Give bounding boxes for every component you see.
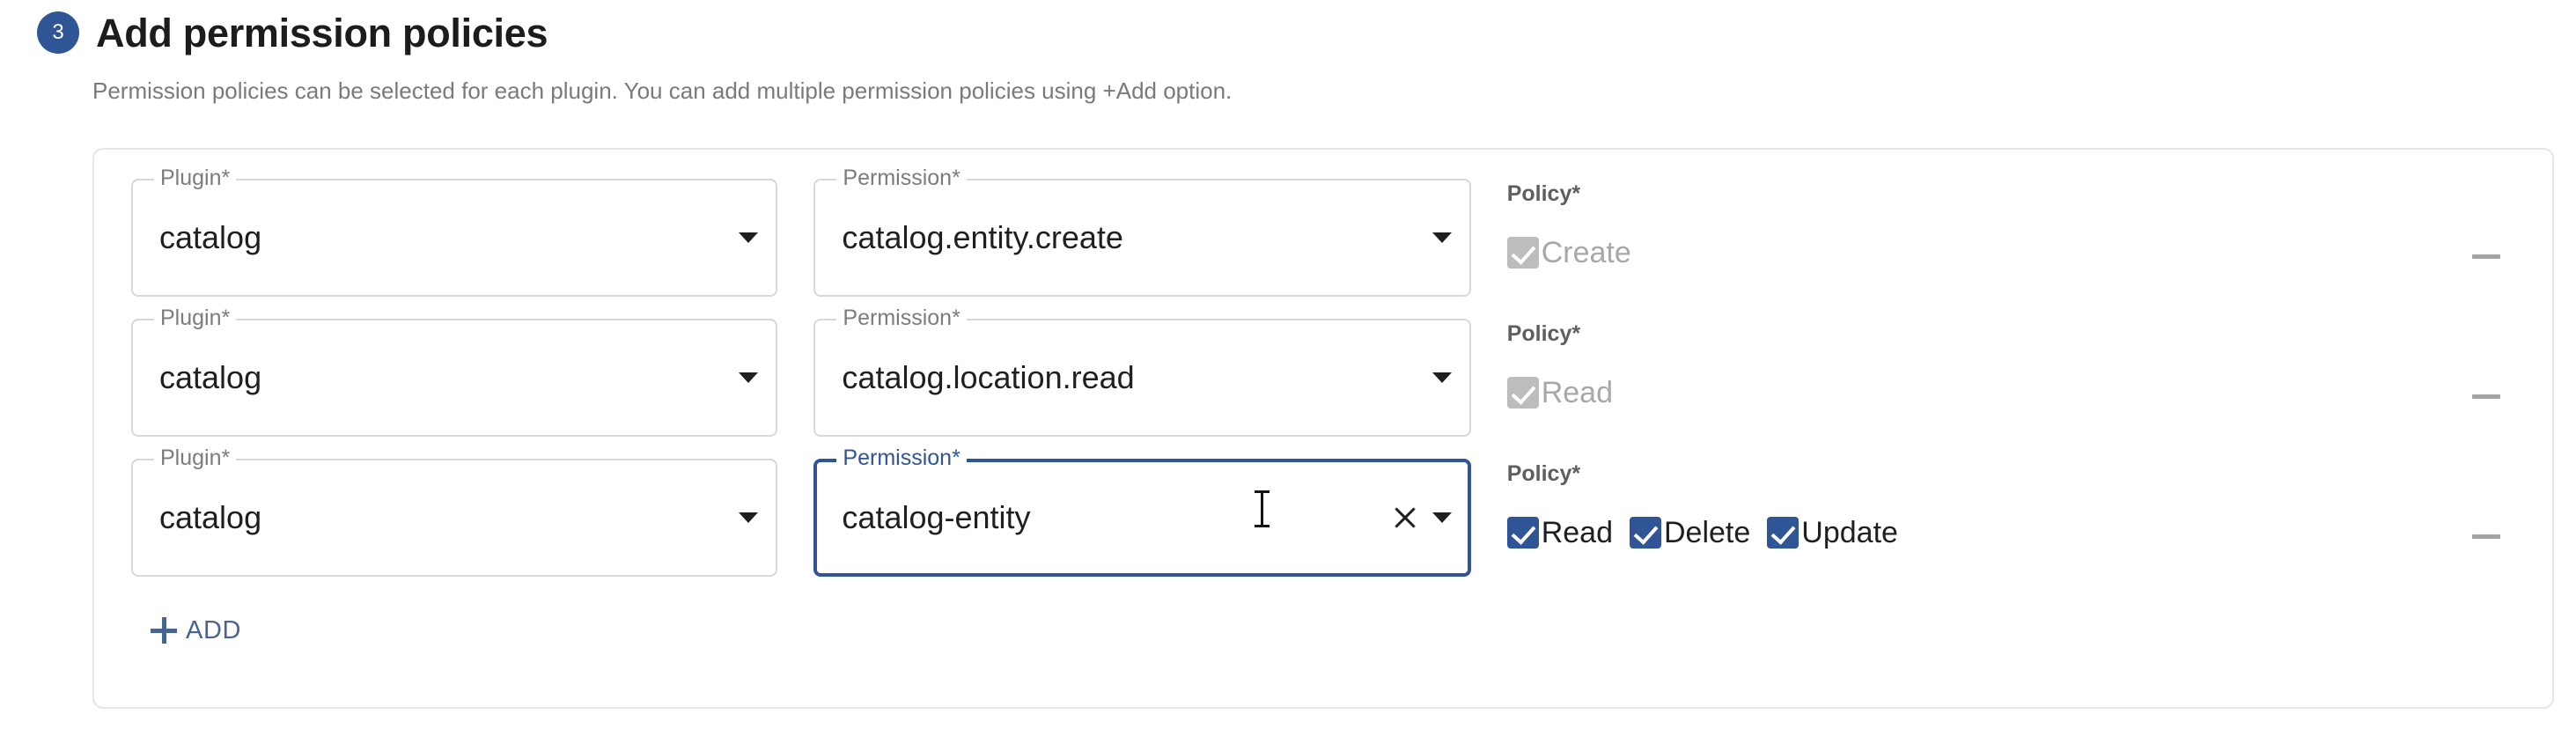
plugin-value: catalog: [159, 219, 262, 255]
page-title: Add permission policies: [96, 10, 548, 55]
plugin-select-outline: [131, 459, 778, 577]
policy-label: Policy*: [1506, 181, 1581, 206]
policy-checkbox-label: Delete: [1664, 516, 1751, 549]
clear-icon[interactable]: [1392, 504, 1418, 531]
permission-adornments: [1432, 232, 1452, 243]
plugin-value: catalog: [159, 359, 262, 395]
policy-checkbox-label: Create: [1541, 236, 1631, 269]
permission-select-outline: [813, 459, 1471, 577]
permission-value: catalog.location.read: [842, 359, 1135, 395]
permission-select[interactable]: Permission* catalog.entity.create: [813, 167, 1471, 297]
remove-policy-button[interactable]: [2466, 376, 2506, 416]
permission-label: Permission*: [836, 307, 967, 329]
plugin-adornments: [739, 512, 759, 523]
step-number-badge: 3: [37, 11, 79, 54]
policy-checkbox-label: Read: [1541, 376, 1613, 409]
plugin-label: Plugin*: [154, 447, 237, 469]
remove-policy-button[interactable]: [2466, 516, 2506, 556]
checkbox-create: [1506, 237, 1539, 269]
policy-checkbox-item[interactable]: Read: [1506, 516, 1613, 549]
policy-checkbox-item[interactable]: Read: [1506, 376, 1613, 409]
permission-value: catalog.entity.create: [842, 219, 1123, 255]
policy-checkbox-item[interactable]: Create: [1506, 236, 1631, 269]
permission-select-outline: [813, 319, 1471, 437]
policy-checkbox-group: Create: [1506, 236, 2552, 269]
chevron-down-icon[interactable]: [739, 232, 759, 243]
plugin-select-outline: [131, 319, 778, 437]
minus-icon: [2472, 534, 2500, 539]
policy-label: Policy*: [1506, 461, 1581, 486]
permission-label: Permission*: [836, 167, 967, 189]
plus-icon: [151, 617, 177, 644]
chevron-down-icon[interactable]: [1432, 512, 1452, 523]
plugin-select-outline: [131, 179, 778, 297]
checkbox-read[interactable]: [1506, 517, 1539, 549]
add-row: ADD: [94, 589, 2552, 652]
permission-label: Permission*: [836, 447, 967, 469]
plugin-select[interactable]: Plugin* catalog: [131, 447, 778, 577]
permission-select[interactable]: Permission* catalog-entity: [813, 447, 1471, 577]
policy-column: Policy* Read: [1506, 309, 2552, 409]
permission-adornments: [1392, 504, 1452, 531]
chevron-down-icon[interactable]: [1432, 372, 1452, 383]
chevron-down-icon[interactable]: [1432, 232, 1452, 243]
plugin-select[interactable]: Plugin* catalog: [131, 307, 778, 437]
chevron-down-icon[interactable]: [739, 372, 759, 383]
policy-checkbox-group: Read Delete Update: [1506, 516, 2552, 549]
policy-checkbox-group: Read: [1506, 376, 2552, 409]
plugin-adornments: [739, 372, 759, 383]
policy-checkbox-item[interactable]: Delete: [1630, 517, 1750, 549]
chevron-down-icon[interactable]: [739, 512, 759, 523]
plugin-value: catalog: [159, 499, 262, 535]
policy-row: Plugin* catalog Permission* catalog.entity.…: [94, 167, 2552, 309]
step-description: Permission policies can be selected for …: [92, 77, 1233, 104]
checkbox-read: [1506, 377, 1539, 409]
minus-icon: [2472, 394, 2500, 399]
policy-column: Policy* Create: [1506, 169, 2552, 269]
plugin-label: Plugin*: [154, 167, 237, 189]
permission-select-outline: [813, 179, 1471, 297]
policy-checkbox-item[interactable]: Update: [1767, 517, 1898, 549]
checkbox-delete[interactable]: [1630, 517, 1661, 549]
plugin-select[interactable]: Plugin* catalog: [131, 167, 778, 297]
permission-adornments: [1432, 372, 1452, 383]
policy-row: Plugin* catalog Permission* catalog.locatio…: [94, 307, 2552, 449]
add-button-label: ADD: [186, 615, 242, 644]
policy-label: Policy*: [1506, 321, 1581, 346]
policy-column: Policy* Read Delete Update: [1506, 449, 2552, 549]
minus-icon: [2472, 254, 2500, 259]
remove-policy-button[interactable]: [2466, 236, 2506, 276]
policy-checkbox-label: Read: [1541, 516, 1613, 549]
plugin-adornments: [739, 232, 759, 243]
permission-value: catalog-entity: [842, 499, 1031, 535]
plugin-label: Plugin*: [154, 307, 237, 329]
policy-checkbox-label: Update: [1801, 516, 1898, 549]
checkbox-update[interactable]: [1767, 517, 1800, 549]
step-header: 3 Add permission policies: [0, 0, 2576, 55]
permission-select[interactable]: Permission* catalog.location.read: [813, 307, 1471, 437]
add-policy-button[interactable]: ADD: [138, 608, 254, 652]
